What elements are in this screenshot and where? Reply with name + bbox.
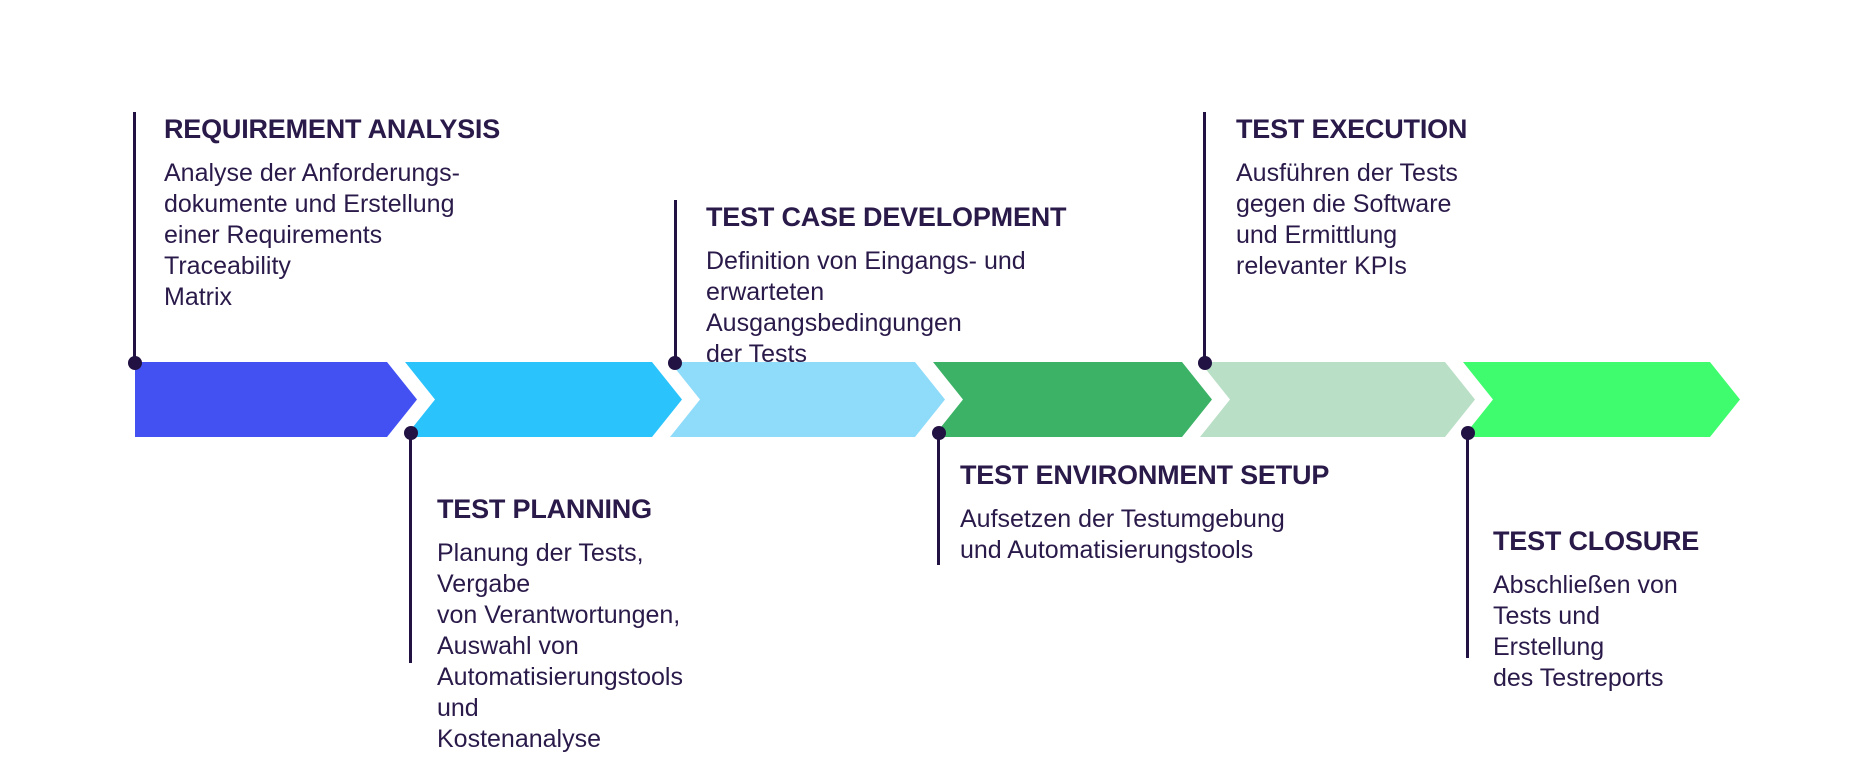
connector-line xyxy=(1203,112,1206,363)
process-arrow-row xyxy=(0,362,1862,437)
stage-description: Planung der Tests, Vergabe von Verantwor… xyxy=(437,539,683,753)
stage-description: Analyse der Anforderungs- dokumente und … xyxy=(164,159,461,311)
arrow-requirement-analysis xyxy=(135,362,417,437)
connector-dot xyxy=(404,426,418,440)
connector-dot xyxy=(668,356,682,370)
connector-dot xyxy=(932,426,946,440)
arrow-test-execution xyxy=(1200,362,1475,437)
arrow-test-environment-setup xyxy=(933,362,1212,437)
connector-dot xyxy=(128,356,142,370)
stage-description: Ausführen der Tests gegen die Software u… xyxy=(1236,159,1458,280)
arrow-test-case-development xyxy=(670,362,945,437)
stage-title: REQUIREMENT ANALYSIS xyxy=(164,114,501,144)
connector-line xyxy=(133,112,136,363)
stage-title: TEST CLOSURE xyxy=(1493,526,1700,556)
stage-title: TEST ENVIRONMENT SETUP xyxy=(960,460,1330,490)
arrow-test-closure xyxy=(1463,362,1740,437)
stage-title: TEST EXECUTION xyxy=(1236,114,1468,144)
stage-description: Abschließen von Tests und Erstellung des… xyxy=(1493,571,1678,692)
stage-description: Definition von Eingangs- und erwarteten … xyxy=(706,247,1026,368)
connector-dot xyxy=(1198,356,1212,370)
arrow-test-planning xyxy=(405,362,682,437)
connector-line xyxy=(1466,433,1469,658)
stage-title: TEST PLANNING xyxy=(437,494,652,524)
connector-dot xyxy=(1461,426,1475,440)
connector-line xyxy=(674,200,677,363)
connector-line xyxy=(409,433,412,663)
stage-description: Aufsetzen der Testumgebung und Automatis… xyxy=(960,505,1285,564)
connector-line xyxy=(937,433,940,565)
stage-title: TEST CASE DEVELOPMENT xyxy=(706,202,1067,232)
